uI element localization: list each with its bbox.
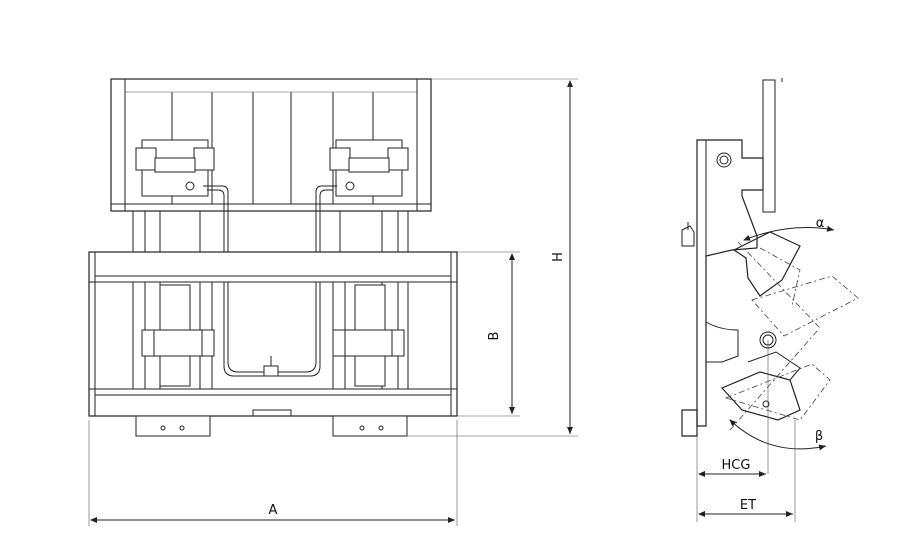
dimension-b: B [457, 251, 520, 417]
dim-label-hcg: HCG [722, 458, 751, 473]
side-view: α β HCG ET [681, 78, 859, 522]
carriage-frame [88, 251, 458, 437]
front-view: A B H [88, 78, 578, 526]
dim-label-a: A [269, 503, 278, 518]
dim-label-h: H [551, 252, 566, 262]
dim-label-et: ET [740, 498, 756, 513]
angle-label-alpha: α [816, 216, 825, 231]
load-backrest [110, 78, 432, 252]
angle-label-beta: β [815, 429, 823, 444]
dimension-a: A [88, 420, 458, 526]
dim-label-b: B [487, 332, 502, 341]
dimension-h: H [407, 78, 578, 437]
